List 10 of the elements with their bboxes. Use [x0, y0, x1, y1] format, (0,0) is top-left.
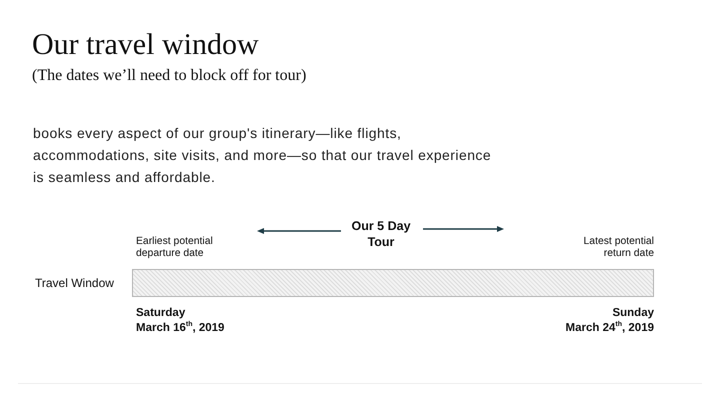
range-start-label: Earliest potential departure date: [136, 236, 214, 260]
slide-title: Our travel window: [32, 28, 259, 62]
start-date: Saturday March 16$^{th}$, 2019: [136, 306, 224, 336]
tour-label: Our 5 Day Tour: [350, 218, 412, 250]
end-date: Sunday March 24$^{th}$, 2019: [564, 306, 654, 336]
subtitle: (The dates we’ll need to block off for tour): [32, 67, 306, 85]
bar-label: Travel Window: [35, 276, 114, 290]
range-end-label: Latest potential return date: [582, 236, 654, 260]
body-text: books every aspect of our group's itinerary—like flights, accommodations, site visits, and more—so that our travel experience is seamless and affordable.: [33, 124, 492, 187]
timeline-bar: [132, 269, 654, 297]
